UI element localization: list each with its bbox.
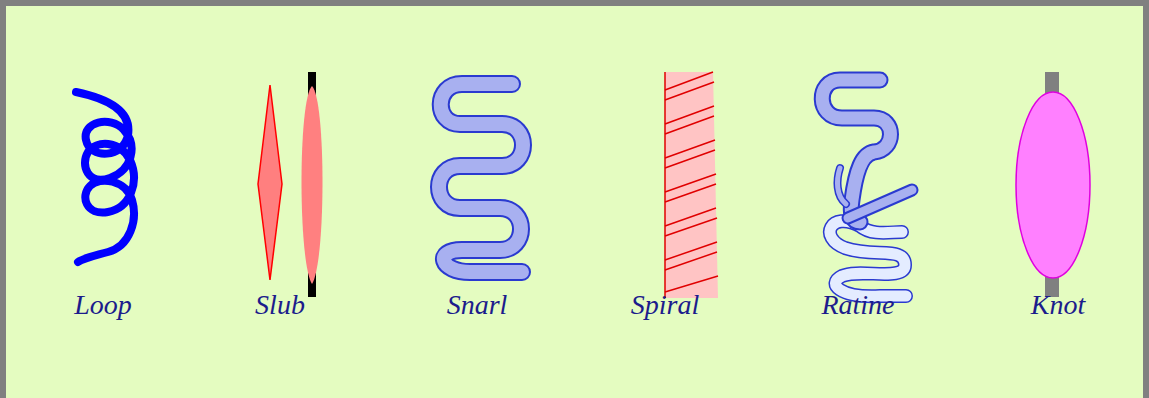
yarn-type-label: Snarl <box>447 288 508 322</box>
yarn-type-label: Loop <box>74 288 132 322</box>
slub-diamond <box>258 85 282 280</box>
loop-yarn <box>76 92 134 262</box>
yarn-type-label: Slub <box>255 288 305 322</box>
yarn-type-label: Knot <box>1031 288 1085 322</box>
yarn-type-label: Spiral <box>631 288 699 322</box>
spiral-yarn <box>665 72 718 298</box>
ratine-yarn <box>822 80 912 296</box>
slub-swelling <box>302 86 323 284</box>
snarl-yarn <box>439 84 523 272</box>
yarn-type-label: Ratine <box>821 288 894 322</box>
panel-frame <box>3 3 1146 398</box>
knot-lump <box>1016 92 1090 278</box>
